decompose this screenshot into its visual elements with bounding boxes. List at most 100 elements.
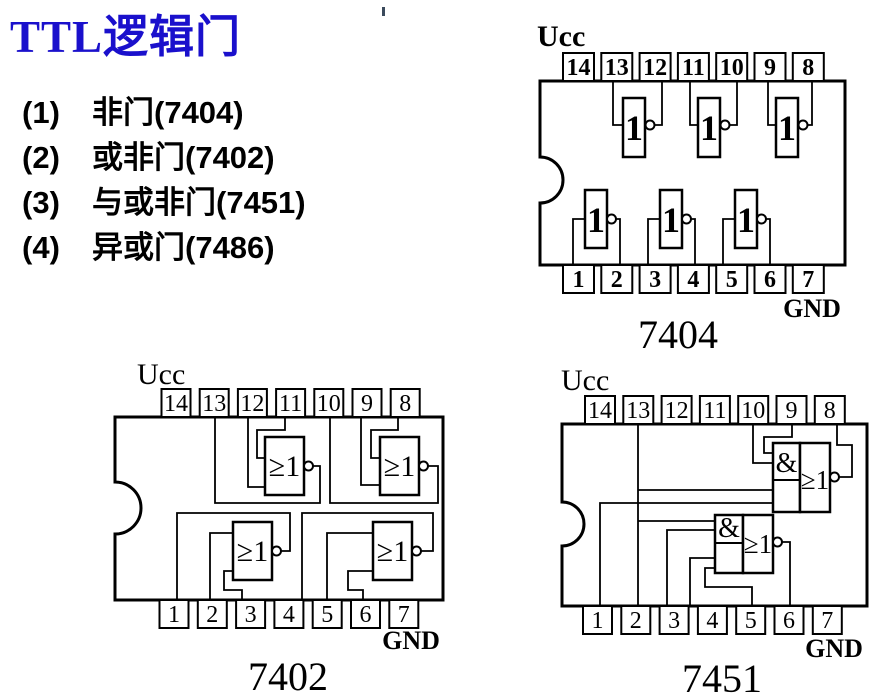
gate-type-list: (1)非门(7404) (2)或非门(7402) (3)与或非门(7451) (… — [22, 90, 306, 270]
wire — [666, 529, 715, 606]
wire — [763, 424, 793, 454]
gnd-label: GND — [382, 626, 440, 655]
gate-symbol: 1 — [737, 200, 755, 240]
pin-number: 9 — [361, 391, 373, 417]
gnd-label: GND — [783, 294, 841, 323]
pin-box — [388, 599, 420, 629]
pin-number: 13 — [202, 391, 226, 417]
pin-number: 8 — [399, 391, 411, 417]
wire — [836, 424, 853, 478]
pin-number: 2 — [611, 267, 623, 293]
wire — [729, 81, 738, 126]
nor-gate — [231, 520, 274, 582]
gnd-label: GND — [805, 634, 863, 663]
bottom-pin-row: 1 2 3 4 5 6 7 — [158, 599, 420, 629]
pin-box — [236, 388, 268, 418]
pin-number: 14 — [588, 398, 612, 424]
pin-number: 7 — [398, 602, 410, 628]
pin-box — [600, 52, 634, 82]
wire — [256, 417, 286, 459]
pin-number: 1 — [592, 608, 604, 634]
wire — [722, 218, 735, 265]
pin-box — [737, 395, 770, 425]
pin-number: 12 — [665, 398, 689, 424]
inversion-bubble — [829, 471, 840, 483]
wire — [612, 81, 623, 126]
pin-box — [813, 395, 846, 425]
gate-wires — [572, 81, 813, 265]
wire — [704, 567, 753, 606]
pin-number: 2 — [206, 602, 218, 628]
pin-box — [715, 52, 749, 82]
chip-caption: 7404 — [638, 312, 718, 357]
gate-symbol: 1 — [625, 108, 643, 148]
pin-number: 10 — [741, 398, 765, 424]
pin-number: 6 — [783, 608, 795, 634]
bottom-pin-row: 1 2 3 4 5 6 7 — [582, 605, 843, 635]
pin-number: 6 — [360, 602, 372, 628]
pin-box — [196, 599, 228, 629]
chip-body — [113, 415, 445, 602]
pin-number: 11 — [682, 55, 705, 81]
wire — [572, 218, 585, 265]
list-item-number: (2) — [22, 140, 60, 175]
pin-box — [600, 264, 634, 294]
pin-box — [620, 605, 652, 635]
gate-symbol: 1 — [778, 108, 796, 148]
list-item: (2)或非门(7402) — [22, 135, 306, 180]
pin-box — [676, 264, 710, 294]
inversion-bubble — [772, 536, 783, 548]
vcc-label: Ucc — [561, 364, 609, 397]
ic-diagram-7402: Ucc ≥1 ≥1 ≥1 — [113, 358, 445, 699]
page-title: TTL逻辑门 — [10, 12, 242, 62]
pin-number: 10 — [317, 391, 341, 417]
wire — [766, 218, 771, 265]
top-pin-row: 14 13 12 11 10 9 8 — [584, 395, 846, 425]
wire — [329, 417, 439, 504]
pin-box — [811, 605, 843, 635]
pin-number: 7 — [821, 608, 833, 634]
wire — [326, 532, 373, 600]
inversion-bubble — [411, 545, 422, 557]
pin-number: 3 — [245, 602, 257, 628]
pin-number: 5 — [726, 267, 738, 293]
wire — [654, 81, 663, 126]
pin-number: 4 — [706, 608, 718, 634]
gate-symbol: ≥1 — [269, 450, 300, 483]
pin-box — [275, 388, 307, 418]
pin-number: 13 — [605, 55, 629, 81]
wire — [691, 218, 696, 265]
top-pin-row: 14 13 12 11 10 9 8 — [562, 52, 825, 82]
gate-symbol: ≥1 — [237, 535, 268, 568]
inversion-bubble — [644, 119, 656, 131]
pin-box — [773, 605, 805, 635]
wire — [301, 512, 434, 600]
list-item-label: 非门(7404) — [92, 95, 244, 130]
wire — [689, 557, 715, 606]
inversion-bubble — [606, 213, 617, 225]
pin-box — [715, 264, 749, 294]
pin-box — [735, 605, 767, 635]
pin-number: 10 — [720, 55, 744, 81]
pin-number: 4 — [687, 267, 699, 293]
wire — [689, 81, 698, 126]
pin-box — [622, 395, 655, 425]
pin-box — [775, 395, 808, 425]
pin-number: 4 — [283, 602, 295, 628]
gate-symbol-and: & — [776, 448, 798, 479]
gate-symbol-and: & — [718, 513, 740, 544]
inversion-bubble — [271, 545, 282, 557]
top-pin-row: 14 13 12 11 10 9 8 — [160, 388, 421, 418]
list-item: (3)与或非门(7451) — [22, 180, 306, 225]
wire — [247, 417, 265, 488]
pin-number: 7 — [802, 267, 814, 293]
pin-number: 8 — [824, 398, 836, 424]
wire — [782, 541, 791, 606]
list-item: (1)非门(7404) — [22, 90, 306, 135]
wire — [807, 81, 813, 126]
pin-number: 1 — [573, 267, 585, 293]
inversion-bubble — [303, 460, 314, 472]
not-gate — [774, 96, 800, 159]
pin-number: 9 — [764, 55, 776, 81]
